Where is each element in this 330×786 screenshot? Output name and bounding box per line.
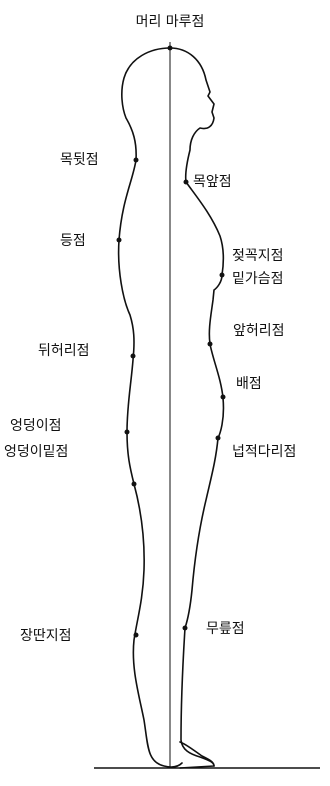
front-neck-point xyxy=(183,179,189,185)
back-neck-label: 목뒷점 xyxy=(60,152,99,168)
vertex-label: 머리 마루점 xyxy=(136,14,205,30)
navel-point xyxy=(220,394,226,400)
nipple-label: 젖꼭지점 xyxy=(232,248,284,264)
knee-point xyxy=(182,625,188,631)
under-hip-label: 엉덩이밑점 xyxy=(4,444,68,460)
front-neck-label: 목앞점 xyxy=(193,174,232,190)
back-neck-point xyxy=(133,157,139,163)
front-waist-label: 앞허리점 xyxy=(233,323,285,339)
body-back-outline xyxy=(117,47,183,768)
back-point xyxy=(116,237,122,243)
knee-label: 무릎점 xyxy=(206,621,245,637)
thigh-point xyxy=(215,435,221,441)
thigh-label: 넙적다리점 xyxy=(232,444,296,460)
nipple-point xyxy=(219,272,225,278)
under-hip-point xyxy=(131,481,137,487)
back-label: 등점 xyxy=(60,233,86,249)
calf-label: 장딴지점 xyxy=(20,628,72,644)
hip-point xyxy=(124,429,130,435)
foot-outline xyxy=(179,741,215,767)
navel-label: 배점 xyxy=(236,376,262,392)
front-waist-point xyxy=(207,341,213,347)
under-chest-label: 밑가슴점 xyxy=(232,271,284,287)
body-front-outline xyxy=(169,47,225,769)
back-waist-point xyxy=(130,353,136,359)
calf-point xyxy=(133,632,139,638)
back-waist-label: 뒤허리점 xyxy=(38,343,90,359)
vertex-point xyxy=(167,45,173,51)
hip-label: 엉덩이점 xyxy=(10,418,62,434)
